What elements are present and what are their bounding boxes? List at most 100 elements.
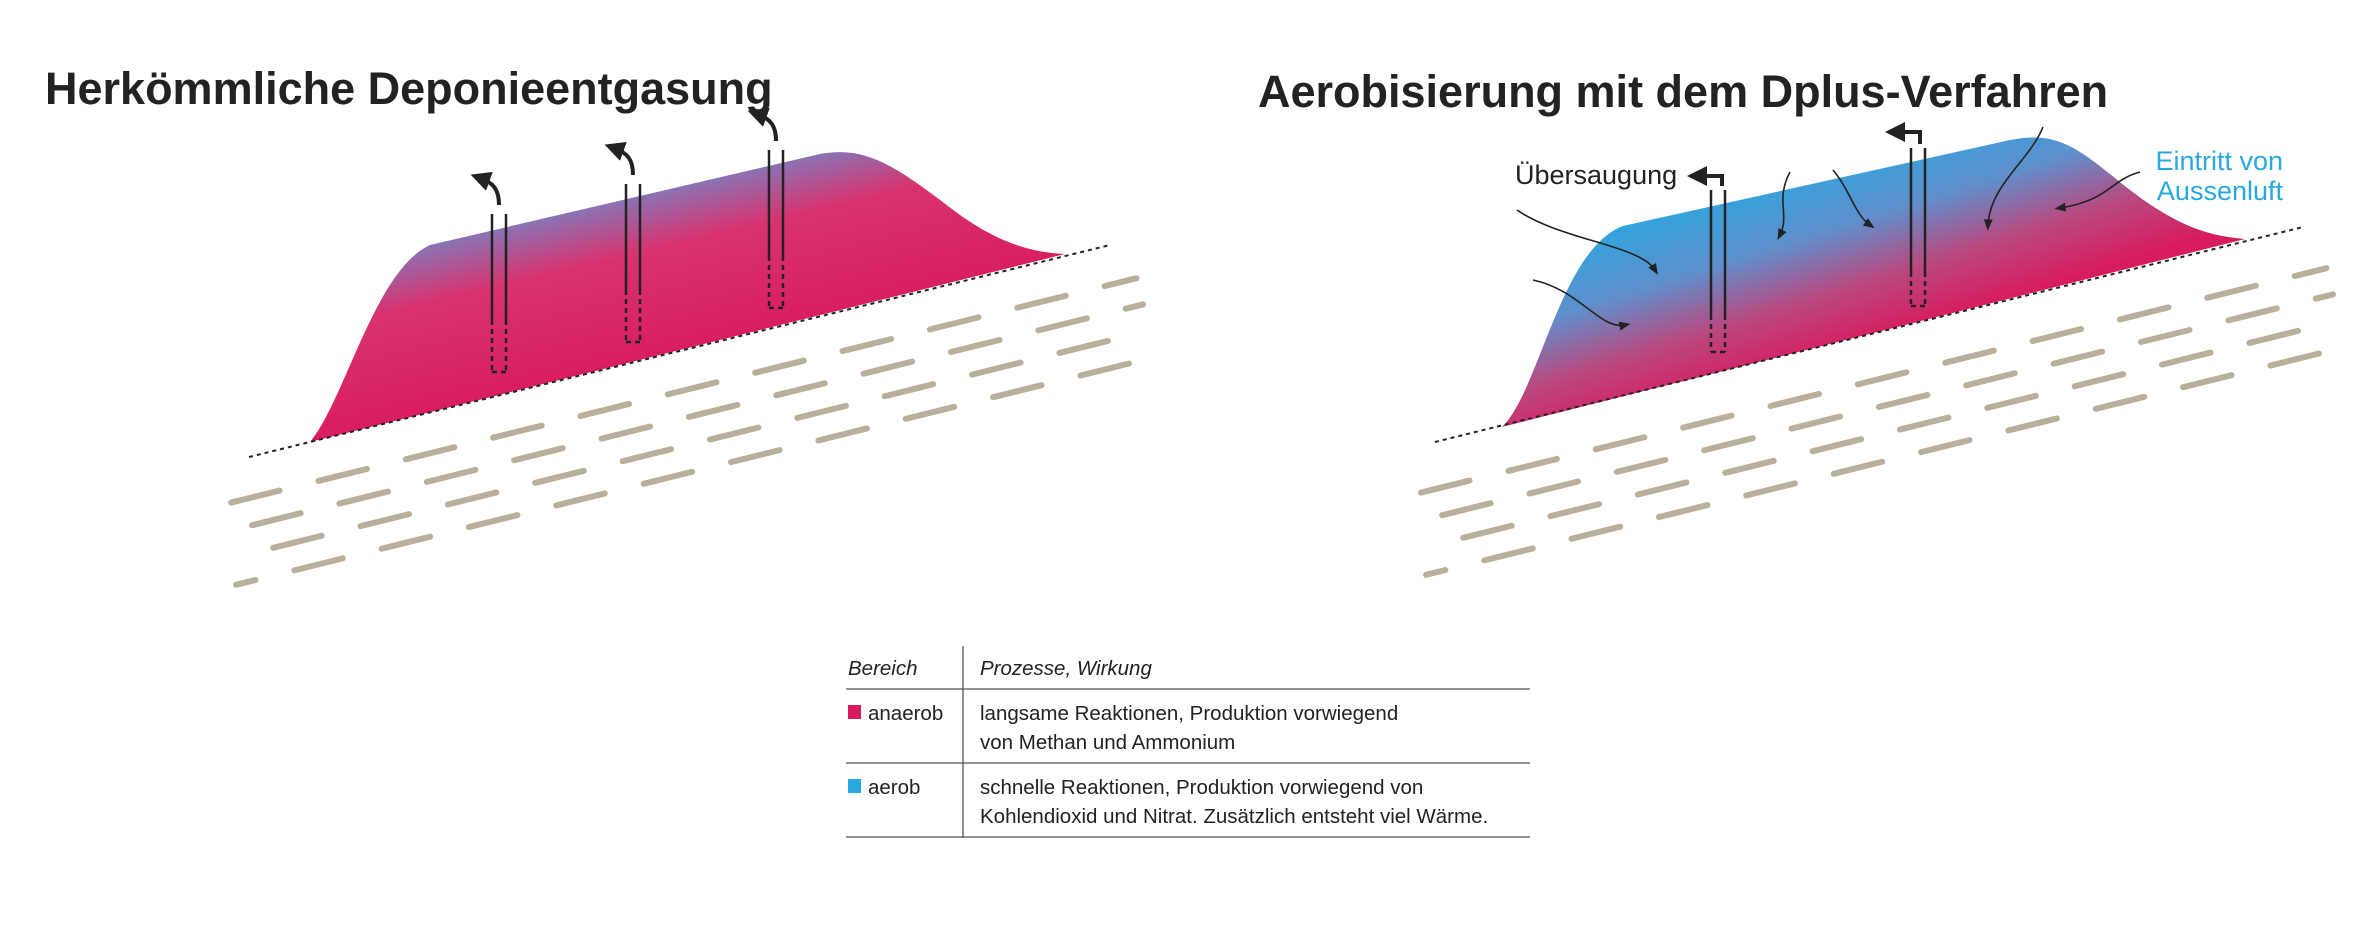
gas-wells-right [1687,122,1927,354]
ground-dash [1918,437,1973,456]
ground-dash [773,380,828,399]
ground-dash [2116,304,2172,323]
ground-dash [1963,370,2018,389]
ground-dash [336,488,391,507]
ground-dash [1439,500,1494,519]
table-header-process: Prozesse, Wirkung [980,657,1152,680]
ground-dash [2137,326,2193,346]
landfill-mound-left [310,152,1065,442]
ground-dash [1122,301,1146,312]
ground-dash [902,403,958,422]
ground-dash [378,533,434,552]
gas-well-2 [604,141,642,344]
ground-dash [664,379,720,398]
ground-dash [2291,265,2330,280]
ground-dash [2267,350,2322,369]
ground-dash [685,401,741,420]
ground-dash [969,359,1024,378]
right-diagram-title: Aerobisierung mit dem Dplus-Verfahren [1258,66,2108,117]
ground-dash [1830,458,1886,477]
ground-dash [2180,372,2235,391]
ground-dash [2071,371,2127,390]
ground-dash [2029,326,2085,345]
suction-well-2 [1885,122,1927,308]
ground-dash [619,446,675,465]
ground-dash [752,357,807,376]
ground-dash [1101,275,1140,290]
ground-dash [1722,457,1777,476]
ground-dash [2204,282,2259,301]
ground-dash [728,447,783,466]
ground-dash [1613,456,1669,475]
ground-dash [881,381,937,400]
aerob-color-swatch [848,779,861,793]
ground-dash [1592,434,1648,453]
ground-dash [2312,291,2336,302]
ground-dash [511,445,566,464]
ground-dash [444,489,500,508]
ground-dash [232,577,259,588]
ground-dash [532,467,587,486]
ground-dash [1809,436,1865,455]
ground-dash [1418,477,1473,496]
table-row-text: schnelle Reaktionen, Produktion vorwiege… [980,776,1423,799]
ground-dash [270,532,325,551]
ground-dash [2005,415,2060,434]
table-row-text: langsame Reaktionen, Produktion vorwiege… [980,702,1398,725]
ground-dash [1422,567,1449,578]
ground-layer-left [228,275,1146,588]
left-diagram-title: Herkömmliche Deponieentgasung [45,63,773,114]
ground-dash [553,490,608,509]
ground-dash [423,466,479,485]
table-header-area: Bereich [848,657,918,680]
ground-dash [357,511,413,530]
ground-dash [598,423,654,442]
oversuction-label: Übersaugung [1515,160,1677,190]
ground-dash [1875,391,1931,410]
ground-dash [794,402,849,421]
ground-dash [839,336,895,355]
ground-dash [947,336,1003,356]
ground-dash [1634,479,1690,498]
ground-dash [315,465,370,484]
ground-surface-line-left [248,244,1111,458]
ground-surface-line-right [1434,226,2304,443]
suction-well-1 [1687,166,1727,354]
ground-dash [1505,455,1560,474]
air-entry-label-line1: Eintritt von [2155,146,2283,176]
ground-dash [2225,305,2280,324]
ground-dash [228,487,283,506]
ground-dash [1568,523,1624,542]
ground-dash [1680,412,1735,431]
ground-dash [465,512,521,531]
air-entry-label-line2: Aussenluft [2157,176,2284,206]
ground-dash [1896,414,1952,433]
ground-dash [1655,502,1711,521]
ground-dash [291,555,346,574]
ground-dash [1984,392,2039,411]
ground-dash [1788,413,1844,432]
ground-dash [1942,347,1997,366]
ground-dash [1077,360,1132,379]
gas-well-1 [470,171,508,374]
ground-dash [2092,393,2148,412]
table-row-area: aerob [868,776,920,799]
ground-dash [577,400,633,420]
ground-dash [1035,315,1090,334]
ground-dash [1526,478,1581,497]
ground-dash [1701,435,1756,454]
ground-dash [1767,390,1823,410]
ground-dash [926,314,982,333]
ground-dash [860,358,916,377]
gas-wells-left [470,107,785,374]
ground-dash [2246,327,2301,346]
anaerob-color-swatch [848,705,861,719]
gas-well-3 [747,107,785,310]
air-inflow-arrows [1516,126,2141,331]
ground-dash [1743,480,1798,499]
table-row-area: anaerob [868,702,943,725]
ground-dash [1547,501,1603,520]
ground-dash [1460,522,1515,541]
ground-dash [1056,337,1111,356]
